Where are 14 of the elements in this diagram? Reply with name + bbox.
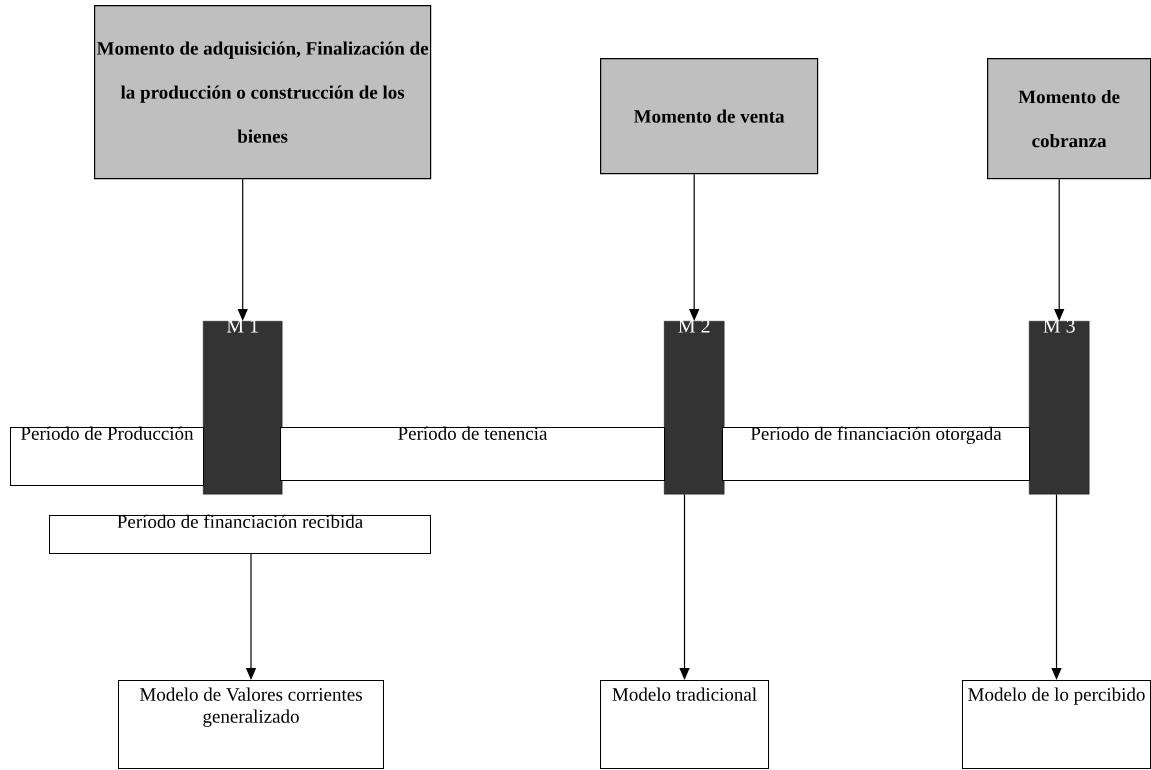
moment-box: Momento de venta — [600, 58, 819, 175]
arrow — [1051, 493, 1062, 680]
arrow — [1054, 178, 1065, 321]
period-band: Período de tenencia — [280, 426, 665, 481]
moment-box: Momento de cobranza — [987, 58, 1151, 180]
arrow — [679, 493, 690, 680]
model-box: Modelo de Valores corrientes generalizado — [118, 680, 384, 769]
arrow — [237, 178, 248, 321]
model-box: Modelo tradicional — [600, 680, 769, 769]
period-band: Período de financiación recibida — [49, 514, 431, 554]
arrow — [689, 173, 700, 321]
period-band: Período de financiación otorgada — [722, 426, 1030, 481]
moment-box: Momento de adquisición, Finalización de la producción o construcción de los bienes — [94, 5, 432, 180]
model-box: Modelo de lo percibido — [962, 680, 1151, 769]
